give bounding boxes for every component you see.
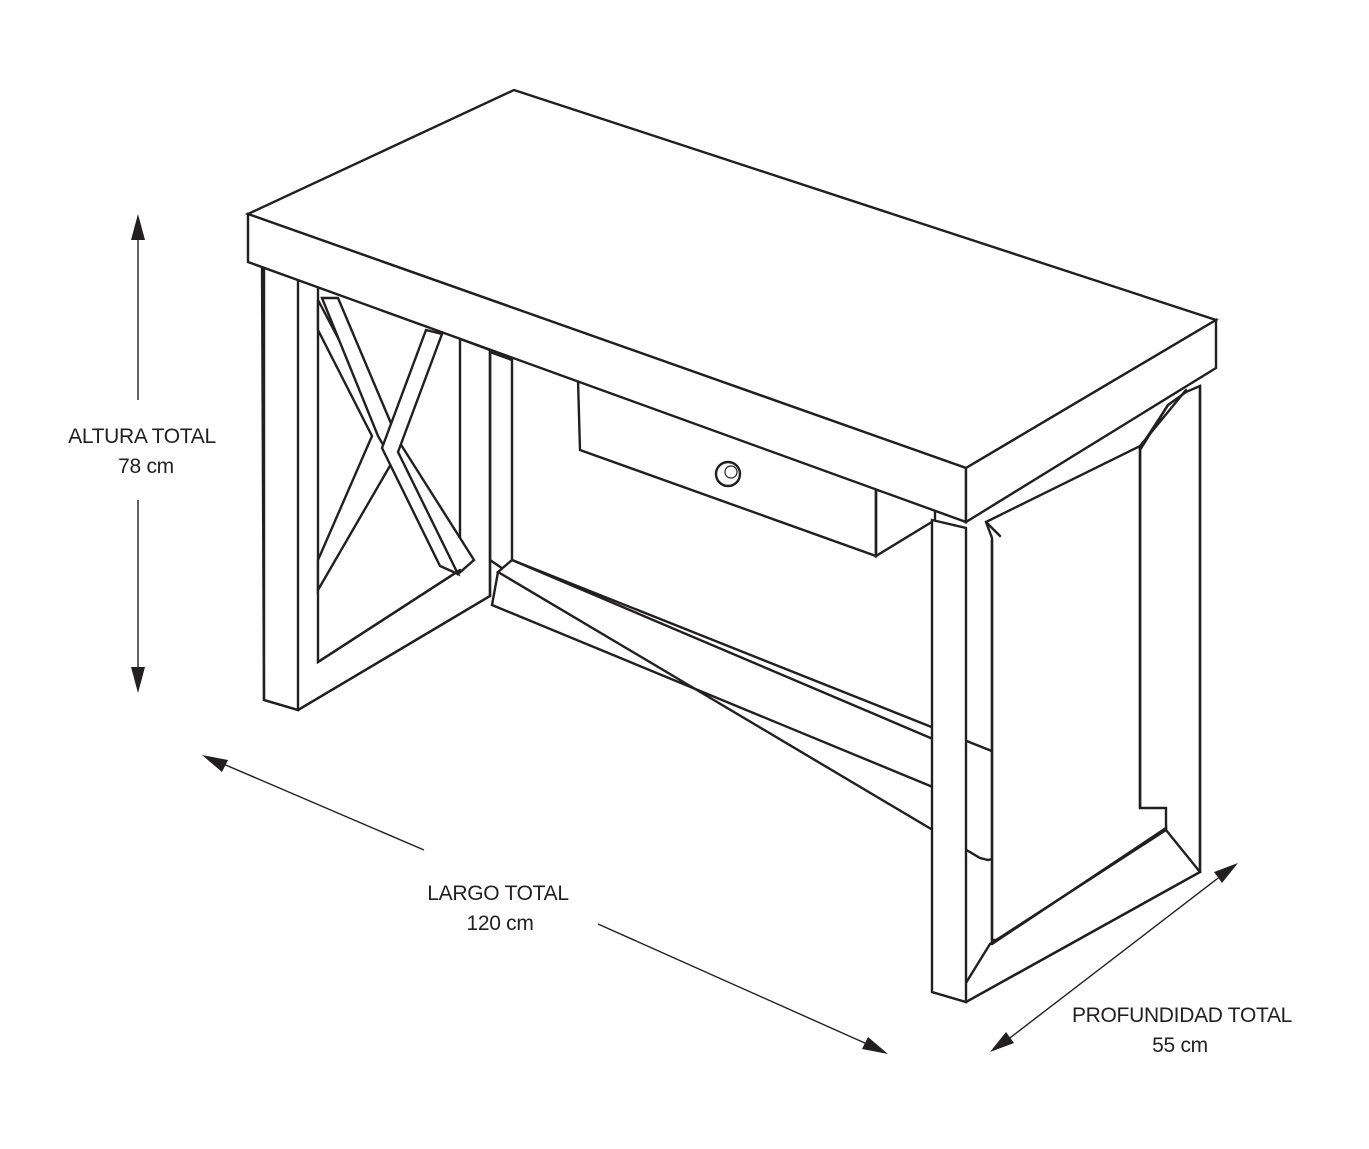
- height-dimension: ALTURA TOTAL 78 cm: [68, 214, 216, 693]
- left-leg-frame: [260, 260, 492, 712]
- height-label: ALTURA TOTAL: [68, 425, 216, 448]
- arrow-right-icon: [862, 1037, 888, 1054]
- length-label: LARGO TOTAL: [427, 882, 568, 905]
- arrow-left-icon: [202, 755, 228, 772]
- depth-value: 55 cm: [1152, 1034, 1208, 1057]
- back-left-leg: [488, 350, 514, 578]
- arrow-up-icon: [131, 214, 145, 240]
- drawer-knob-icon: [714, 460, 742, 488]
- depth-label: PROFUNDIDAD TOTAL: [1072, 1004, 1292, 1027]
- right-leg-frame: [930, 384, 1202, 1004]
- length-dimension: LARGO TOTAL 120 cm: [202, 755, 888, 1054]
- arrow-down-icon: [131, 667, 145, 693]
- height-value: 78 cm: [118, 455, 174, 478]
- tabletop: [244, 88, 1219, 525]
- arrow-down-left-icon: [990, 1032, 1014, 1052]
- arrow-up-right-icon: [1214, 863, 1238, 883]
- length-value: 120 cm: [466, 912, 533, 935]
- desk-drawing: [244, 88, 1219, 1004]
- depth-dimension: PROFUNDIDAD TOTAL 55 cm: [990, 863, 1292, 1057]
